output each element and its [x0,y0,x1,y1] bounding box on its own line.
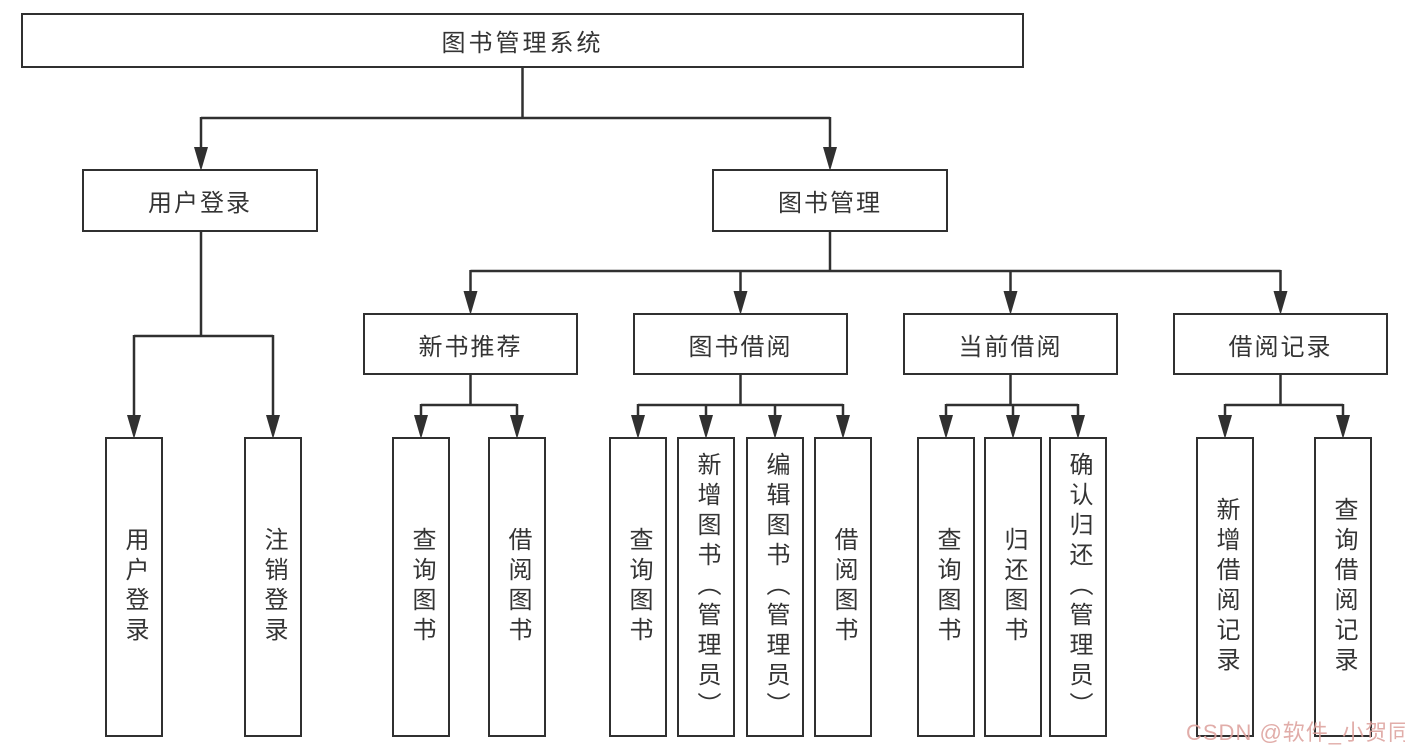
leaf-current-return-book: 归还图书 [984,437,1042,737]
node-book-borrow: 图书借阅 [633,313,848,375]
leaf-current-confirm-return: 确认归还（管理员） [1049,437,1107,737]
leaf-rec-query-book: 查询图书 [392,437,450,737]
node-current-borrow: 当前借阅 [903,313,1118,375]
node-borrow-records: 借阅记录 [1173,313,1388,375]
leaf-current-query-book: 查询图书 [917,437,975,737]
leaf-user-login: 用户登录 [105,437,163,737]
leaf-borrow-add-book: 新增图书（管理员） [677,437,735,737]
leaf-borrow-query-book: 查询图书 [609,437,667,737]
leaf-rec-borrow-book: 借阅图书 [488,437,546,737]
leaf-borrow-borrow-book: 借阅图书 [814,437,872,737]
node-user-login: 用户登录 [82,169,318,232]
node-book-mgmt: 图书管理 [712,169,948,232]
leaf-records-add-record: 新增借阅记录 [1196,437,1254,737]
node-root: 图书管理系统 [21,13,1024,68]
node-new-book-rec: 新书推荐 [363,313,578,375]
leaf-records-query-record: 查询借阅记录 [1314,437,1372,737]
leaf-logout-login: 注销登录 [244,437,302,737]
watermark: CSDN @软件_小贺同学 [1186,720,1405,745]
leaf-borrow-edit-book: 编辑图书（管理员） [746,437,804,737]
